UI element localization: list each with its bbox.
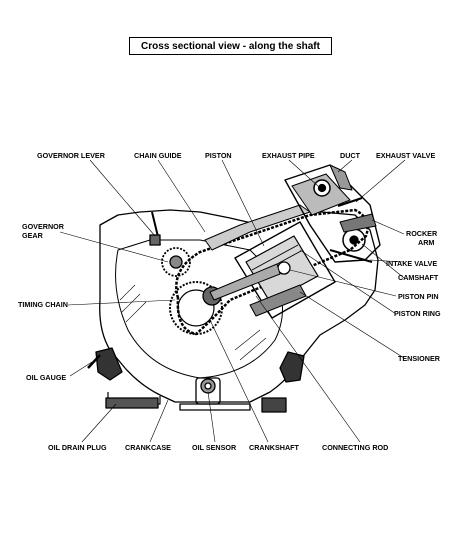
label-governor-gear-line1: GOVERNOR [22,222,65,231]
oil-sensor-part [195,377,221,405]
label-intake-valve: INTAKE VALVE [386,259,437,268]
label-connecting-rod: CONNECTING ROD [322,443,388,452]
label-oil-drain-plug: OIL DRAIN PLUG [48,443,107,452]
label-duct: DUCT [340,151,361,160]
part-labels: GOVERNOR LEVER CHAIN GUIDE PISTON EXHAUS… [18,151,441,452]
label-exhaust-valve: EXHAUST VALVE [376,151,435,160]
label-crankshaft: CRANKSHAFT [249,443,300,452]
label-oil-sensor: OIL SENSOR [192,443,237,452]
label-tensioner: TENSIONER [398,354,441,363]
label-camshaft: CAMSHAFT [398,273,439,282]
hatching [119,284,267,361]
label-governor-gear-line2: GEAR [22,231,44,240]
label-exhaust-pipe: EXHAUST PIPE [262,151,315,160]
rocker-arm-part [339,213,377,233]
intake-valve-part [329,249,373,263]
label-chain-guide: CHAIN GUIDE [134,151,182,160]
label-crankcase: CRANKCASE [125,443,171,452]
label-oil-gauge: OIL GAUGE [26,373,66,382]
label-piston-pin: PISTON PIN [398,292,439,301]
leader-lines [59,159,406,443]
timing-chain-part [175,208,369,336]
governor-gear-part [161,247,191,277]
connecting-rod-part [209,263,281,301]
exhaust-valve-part [337,197,363,207]
label-rocker-arm-line2: ARM [418,238,434,247]
label-piston-ring: PISTON RING [394,309,441,318]
right-boss [279,351,305,383]
engine-drawing [87,164,381,413]
label-rocker-arm-line1: ROCKER [406,229,438,238]
oil-gauge-boss [95,347,123,381]
label-governor-lever: GOVERNOR LEVER [37,151,106,160]
label-piston: PISTON [205,151,232,160]
duct-part [329,164,353,191]
diagram-title: Cross sectional view - along the shaft [129,37,332,55]
cylinder-head-group [284,164,381,263]
label-timing-chain: TIMING CHAIN [18,300,68,309]
